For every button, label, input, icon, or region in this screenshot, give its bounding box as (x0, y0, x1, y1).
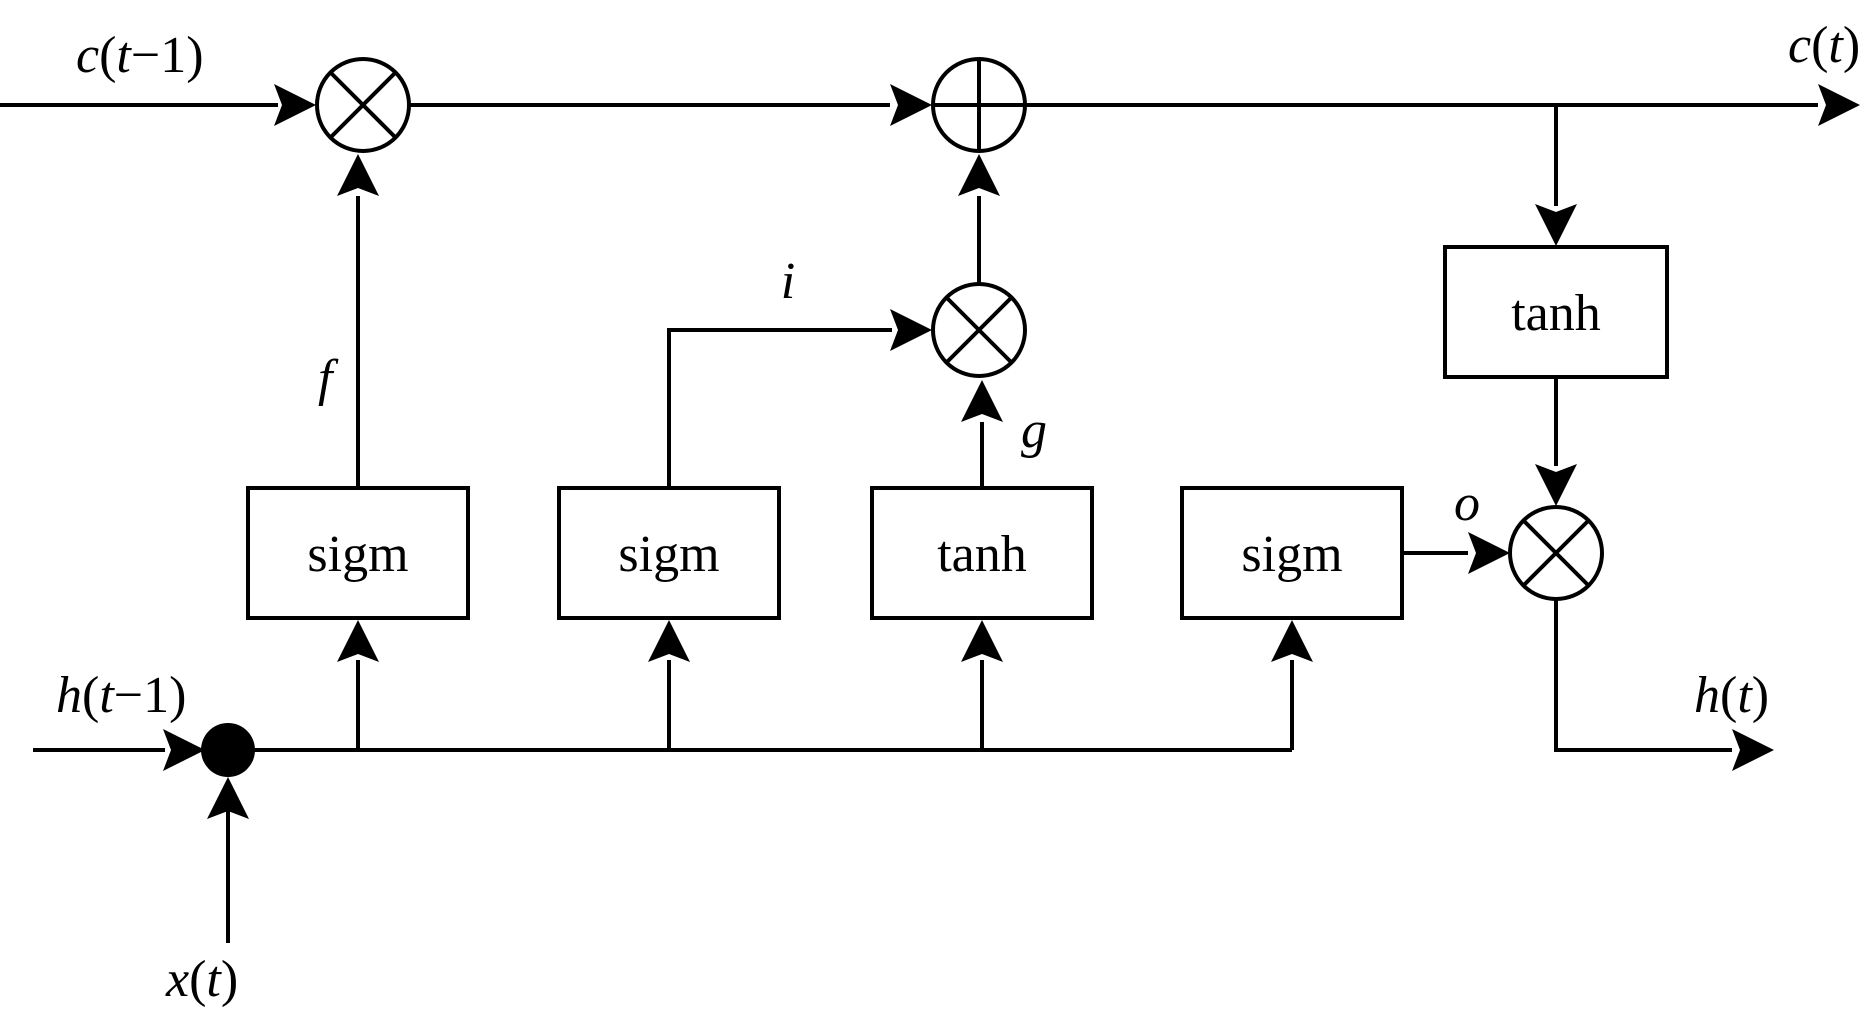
output-gate-label: sigm (1241, 526, 1342, 583)
candidate-arrowhead (961, 380, 1003, 422)
forget-gate-arrowhead (337, 154, 379, 196)
bus-to-input-arrowhead (648, 620, 690, 662)
input-mul-to-add-arrowhead (958, 154, 1000, 196)
forget-gate-box (246, 486, 470, 620)
tanh-to-output-mul-arrowhead (1535, 464, 1577, 506)
x-in-arrowhead (207, 777, 249, 819)
forget-multiply-op (315, 57, 411, 153)
h-prev-label: h(t−1) (56, 667, 186, 724)
forget-gate-label: sigm (307, 526, 408, 583)
h-out-arrowhead (1732, 729, 1774, 771)
bus-to-forget-arrowhead (337, 620, 379, 662)
output-label: o (1454, 475, 1480, 532)
output-multiply-op (1508, 505, 1604, 601)
c-prev-arrowhead (274, 84, 316, 126)
bus-to-output-arrowhead (1271, 620, 1313, 662)
cell-to-tanh-arrowhead (1535, 204, 1577, 246)
cell-tanh-label: tanh (1511, 285, 1601, 342)
input-label: i (781, 253, 795, 310)
cell-tanh-box (1443, 245, 1669, 379)
c-out-label: c(t) (1788, 17, 1860, 74)
forget-label: f (318, 350, 339, 407)
x-in-label: x(t) (165, 951, 238, 1008)
cell-add-op (931, 57, 1027, 153)
h-out-line (1554, 599, 1732, 752)
forget-to-add-arrowhead (890, 84, 932, 126)
input-gate-label: sigm (618, 526, 719, 583)
c-prev-label: c(t−1) (76, 27, 204, 84)
input-gate-arrowhead (890, 309, 932, 351)
output-gate-arrowhead (1468, 532, 1510, 574)
input-gate-output-line (667, 328, 892, 486)
output-gate-box (1180, 486, 1404, 620)
c-out-arrowhead (1818, 84, 1860, 126)
input-multiply-op (931, 282, 1027, 378)
h-prev-arrowhead (163, 729, 205, 771)
h-out-label: h(t) (1694, 667, 1769, 724)
candidate-gate-box (870, 486, 1094, 620)
input-gate-box (557, 486, 781, 620)
candidate-gate-label: tanh (937, 526, 1027, 583)
candidate-label: g (1021, 402, 1047, 459)
bus-to-candidate-arrowhead (961, 620, 1003, 662)
